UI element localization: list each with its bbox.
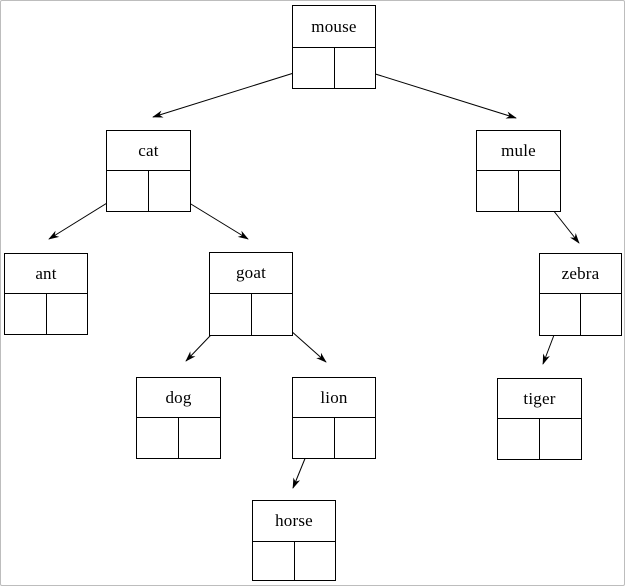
left-pointer-cell-cat xyxy=(107,171,149,211)
node-label-goat: goat xyxy=(210,253,292,294)
tree-node-cat: cat xyxy=(106,130,191,212)
tree-node-goat: goat xyxy=(209,252,293,336)
node-label-dog: dog xyxy=(137,378,220,418)
left-pointer-cell-mule xyxy=(477,171,519,211)
node-pointer-row-cat xyxy=(107,171,190,211)
node-pointer-row-dog xyxy=(137,418,220,458)
node-pointer-row-mule xyxy=(477,171,560,211)
node-pointer-row-mouse xyxy=(293,48,375,88)
right-pointer-cell-cat xyxy=(149,171,190,211)
right-pointer-cell-goat xyxy=(252,294,293,335)
tree-node-lion: lion xyxy=(292,377,376,459)
tree-node-dog: dog xyxy=(136,377,221,459)
left-pointer-cell-goat xyxy=(210,294,252,335)
tree-node-mouse: mouse xyxy=(292,5,376,89)
tree-node-mule: mule xyxy=(476,130,561,212)
tree-node-zebra: zebra xyxy=(539,253,622,336)
node-label-ant: ant xyxy=(5,254,87,294)
node-pointer-row-horse xyxy=(253,542,335,580)
right-pointer-cell-dog xyxy=(179,418,220,458)
tree-node-tiger: tiger xyxy=(497,378,582,460)
tree-node-horse: horse xyxy=(252,500,336,581)
node-pointer-row-ant xyxy=(5,294,87,334)
edge-mouse-right-mule xyxy=(352,66,517,119)
node-pointer-row-zebra xyxy=(540,294,621,335)
node-label-lion: lion xyxy=(293,378,375,418)
node-label-horse: horse xyxy=(253,501,335,542)
right-pointer-cell-ant xyxy=(47,294,88,334)
node-label-mule: mule xyxy=(477,131,560,171)
left-pointer-cell-lion xyxy=(293,418,335,458)
node-pointer-row-goat xyxy=(210,294,292,335)
node-pointer-row-tiger xyxy=(498,419,581,459)
left-pointer-cell-horse xyxy=(253,542,295,580)
left-pointer-cell-tiger xyxy=(498,419,540,459)
right-pointer-cell-lion xyxy=(335,418,376,458)
left-pointer-cell-mouse xyxy=(293,48,335,88)
right-pointer-cell-mouse xyxy=(335,48,376,88)
left-pointer-cell-ant xyxy=(5,294,47,334)
node-label-cat: cat xyxy=(107,131,190,171)
left-pointer-cell-dog xyxy=(137,418,179,458)
node-label-mouse: mouse xyxy=(293,6,375,48)
edge-mouse-left-cat xyxy=(152,66,314,118)
node-label-zebra: zebra xyxy=(540,254,621,294)
left-pointer-cell-zebra xyxy=(540,294,581,335)
right-pointer-cell-horse xyxy=(295,542,336,580)
node-label-tiger: tiger xyxy=(498,379,581,419)
right-pointer-cell-zebra xyxy=(581,294,621,335)
tree-node-ant: ant xyxy=(4,253,88,335)
right-pointer-cell-tiger xyxy=(540,419,581,459)
node-pointer-row-lion xyxy=(293,418,375,458)
right-pointer-cell-mule xyxy=(519,171,560,211)
